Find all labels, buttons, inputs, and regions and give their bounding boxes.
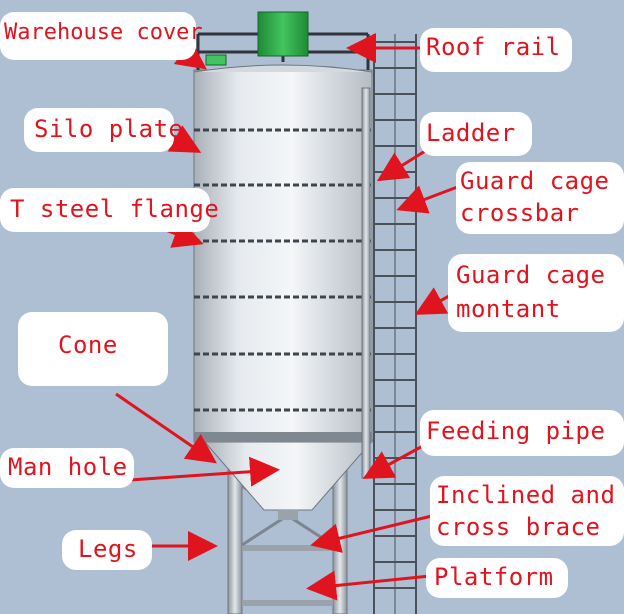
warehouse-cover bbox=[257, 11, 309, 57]
label-inclined-cross-brace-line2: cross brace bbox=[436, 513, 601, 541]
label-bg-feeding-pipe bbox=[420, 410, 624, 456]
label-bg-man-hole bbox=[0, 448, 134, 488]
label-bg-inclined-cross-brace bbox=[430, 476, 624, 546]
label-bg-platform bbox=[426, 558, 568, 598]
label-man-hole: Man hole bbox=[8, 453, 128, 481]
label-roof-rail: Roof rail bbox=[426, 33, 561, 61]
label-bg-roof-rail bbox=[420, 28, 572, 72]
label-bg-guard-cage-crossbar bbox=[456, 162, 624, 234]
label-guard-cage-montant-line2: montant bbox=[456, 295, 561, 323]
label-guard-cage-crossbar-line2: crossbar bbox=[460, 199, 580, 227]
t-steel-flanges bbox=[194, 128, 372, 412]
label-legs: Legs bbox=[78, 535, 138, 563]
label-bg-guard-cage-montant bbox=[448, 254, 624, 332]
label-t-steel-flange: T steel flange bbox=[10, 195, 220, 223]
label-bg-silo-plate bbox=[24, 108, 174, 152]
label-inclined-cross-brace-line1: Inclined and bbox=[436, 481, 616, 509]
silo-body bbox=[193, 64, 373, 443]
label-cone: Cone bbox=[58, 331, 118, 359]
label-guard-cage-crossbar-line1: Guard cage bbox=[460, 167, 610, 195]
label-bg-warehouse-cover bbox=[0, 12, 196, 60]
label-bg-ladder bbox=[420, 112, 532, 156]
label-ladder: Ladder bbox=[426, 119, 516, 147]
feeding-pipe bbox=[361, 87, 371, 479]
label-guard-cage-montant-line1: Guard cage bbox=[456, 261, 606, 289]
label-bg-legs bbox=[62, 530, 152, 570]
label-warehouse-cover: Warehouse cover bbox=[4, 20, 203, 45]
label-platform: Platform bbox=[434, 563, 554, 591]
ladder-guard-cage bbox=[373, 34, 417, 614]
label-bg-t-steel-flange bbox=[0, 188, 210, 232]
label-bg-cone bbox=[18, 312, 168, 386]
label-feeding-pipe: Feeding pipe bbox=[426, 417, 606, 445]
label-silo-plate: Silo plate bbox=[34, 115, 184, 143]
